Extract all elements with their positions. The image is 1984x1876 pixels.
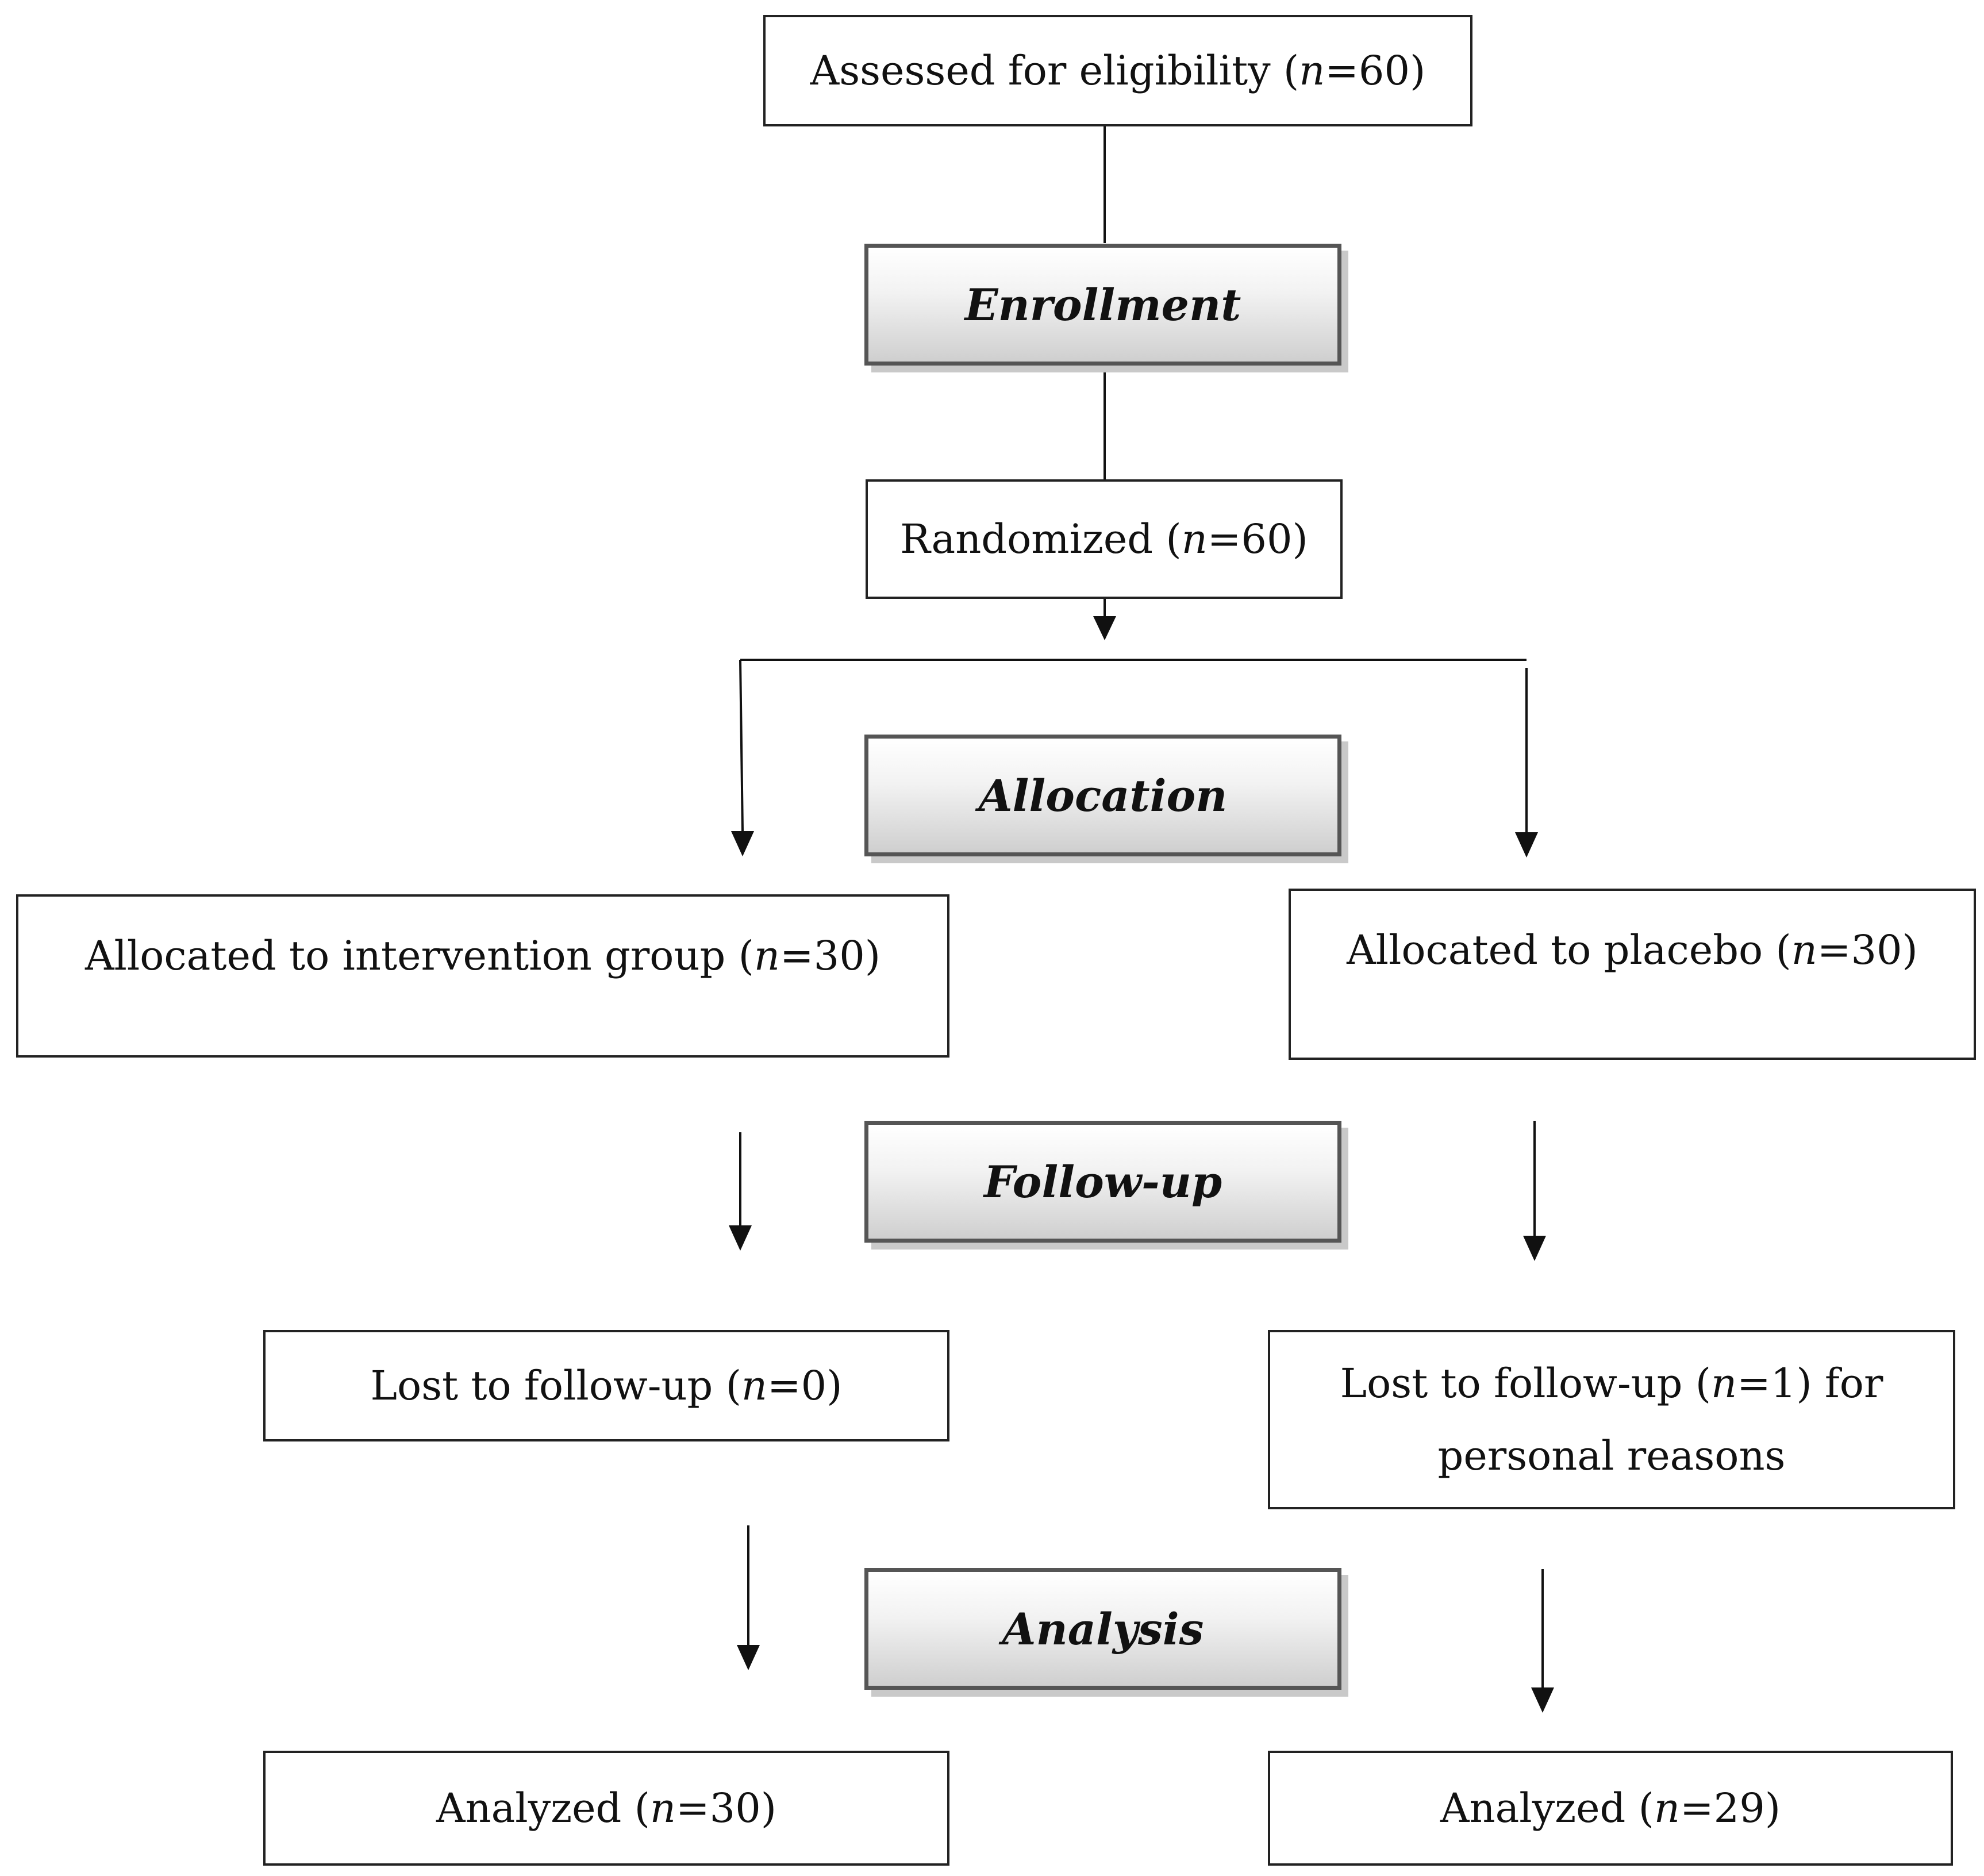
phase-analysis: Analysis: [864, 1568, 1341, 1690]
node-assessed-n: n: [1299, 47, 1325, 94]
node-analyzed-placebo-prefix: Analyzed (: [1440, 1785, 1654, 1832]
node-analyzed-intervention-prefix: Analyzed (: [436, 1785, 650, 1832]
phase-allocation-label: Allocation: [978, 770, 1228, 821]
node-randomized-n: n: [1181, 516, 1208, 563]
arrow-randomized-down: [1093, 616, 1116, 640]
node-analyzed-intervention-n: n: [649, 1785, 676, 1832]
node-analyzed-intervention: Analyzed (n=30): [263, 1751, 949, 1866]
node-allocated-placebo-n: n: [1791, 927, 1817, 974]
node-analyzed-intervention-suffix: =30): [676, 1785, 777, 1832]
arrow-right-analysis: [1531, 1687, 1554, 1713]
node-lost-intervention-prefix: Lost to follow-up (: [370, 1362, 741, 1409]
node-assessed-prefix: Assessed for eligibility (: [810, 47, 1299, 94]
node-allocated-placebo: Allocated to placebo (n=30): [1289, 889, 1976, 1060]
node-lost-intervention: Lost to follow-up (n=0): [263, 1330, 949, 1441]
phase-followup-label: Follow-up: [983, 1156, 1222, 1208]
phase-analysis-label: Analysis: [1002, 1603, 1204, 1655]
node-randomized-suffix: =60): [1207, 516, 1308, 563]
node-allocated-intervention-prefix: Allocated to intervention group (: [84, 932, 754, 979]
node-lost-placebo-suffix: =1) for: [1737, 1360, 1883, 1407]
node-analyzed-placebo: Analyzed (n=29): [1268, 1751, 1953, 1866]
node-randomized: Randomized (n=60): [866, 479, 1343, 599]
node-allocated-intervention-suffix: =30): [780, 932, 881, 979]
node-lost-placebo-n: n: [1711, 1360, 1737, 1407]
node-lost-placebo-prefix: Lost to follow-up (: [1340, 1360, 1712, 1407]
phase-enrollment-label: Enrollment: [964, 279, 1241, 330]
node-lost-intervention-n: n: [741, 1362, 768, 1409]
arrow-right-followup: [1523, 1236, 1546, 1261]
node-assessed-suffix: =60): [1325, 47, 1426, 94]
arrow-right-branch: [1515, 832, 1538, 858]
node-allocated-placebo-suffix: =30): [1817, 927, 1918, 974]
node-assessed: Assessed for eligibility (n=60): [763, 15, 1472, 126]
arrow-left-analysis: [737, 1645, 760, 1670]
phase-enrollment: Enrollment: [864, 244, 1341, 366]
phase-followup: Follow-up: [864, 1121, 1341, 1243]
node-allocated-placebo-prefix: Allocated to placebo (: [1347, 927, 1791, 974]
node-lost-placebo-line2: personal reasons: [1437, 1432, 1786, 1479]
node-lost-placebo: Lost to follow-up (n=1) for personal reas…: [1268, 1330, 1955, 1509]
node-lost-intervention-suffix: =0): [767, 1362, 843, 1409]
node-randomized-prefix: Randomized (: [900, 516, 1182, 563]
node-analyzed-placebo-n: n: [1654, 1785, 1681, 1832]
phase-allocation: Allocation: [864, 735, 1341, 856]
arrow-left-branch: [731, 831, 754, 856]
line-left-branch: [739, 659, 744, 832]
node-allocated-intervention-n: n: [753, 932, 780, 979]
node-allocated-intervention: Allocated to intervention group (n=30): [16, 894, 949, 1058]
arrow-left-followup: [729, 1225, 752, 1251]
node-analyzed-placebo-suffix: =29): [1680, 1785, 1781, 1832]
